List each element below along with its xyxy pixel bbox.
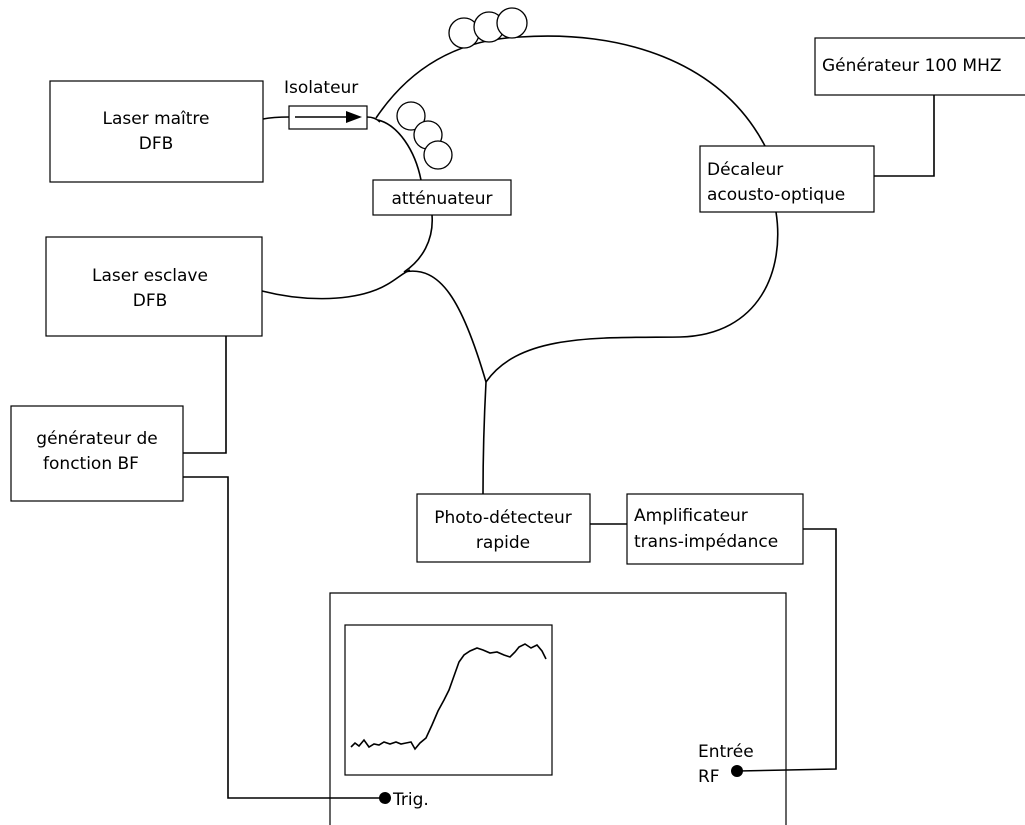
wire-bf-to-trigger [183,476,385,799]
oscilloscope: Trig. Entrée RF [329,592,787,825]
fiber-coupler-to-combiner [403,270,487,383]
wire-generator-to-shifter [874,95,935,177]
isolator: Isolateur [284,78,368,130]
rf-input-label-2: RF [698,767,720,787]
rf-input-label-1: Entrée [698,742,754,762]
shifter-box [699,145,875,213]
bf-generator-label-1: générateur de [36,429,157,449]
isolator-label: Isolateur [284,78,358,98]
fiber-isolator-out [366,116,381,123]
bf-generator-box [10,405,184,502]
laser-slave-label-2: DFB [133,291,168,311]
oscilloscope-screen [344,624,553,776]
fiber-to-photodetector [482,381,487,495]
generator-100mhz-box [814,37,1025,96]
laser-slave-label-1: Laser esclave [92,266,208,286]
acousto-optic-shifter: Décaleur acousto-optique [699,145,875,213]
bf-generator-label-2: fonction BF [43,454,139,474]
photodetector: Photo-détecteur rapide [416,493,591,563]
photodetector-label-1: Photo-détecteur [434,508,572,528]
attenuator: atténuateur [372,179,512,216]
wire-bf-to-slave-laser [183,336,227,454]
trigger-connector-icon [379,792,391,804]
electrical-wires [183,95,935,799]
amplifier-box [626,493,804,565]
wire-amplifier-to-rf [737,528,837,772]
oscilloscope-frame [329,592,787,825]
amplifier-label-2: trans-impédance [634,532,778,552]
shifter-label-1: Décaleur [707,160,783,180]
laser-master: Laser maître DFB [49,80,264,183]
fiber-slave-laser [261,269,411,300]
fiber-upper-arm [375,35,766,147]
shifter-label-2: acousto-optique [707,185,845,205]
photodetector-box [416,493,591,563]
trigger-label: Trig. [392,790,429,810]
fiber-loop-4 [396,101,426,131]
generator-100mhz: Générateur 100 MHZ [814,37,1025,96]
polarization-controller-lower [396,101,453,170]
bf-function-generator: générateur de fonction BF [10,405,184,502]
attenuator-label: atténuateur [391,189,492,209]
laser-slave-box [45,236,263,337]
fiber-loop-6 [423,140,453,170]
transimpedance-amplifier: Amplificateur trans-impédance [626,493,804,565]
oscilloscope-trace [350,643,547,751]
isolator-arrow-icon [346,111,362,123]
laser-slave: Laser esclave DFB [45,236,263,337]
laser-master-label-2: DFB [139,134,174,154]
laser-master-box [49,80,264,183]
amplifier-label-1: Amplificateur [634,506,748,526]
polarization-controller-top [448,7,528,49]
rf-input-connector-icon [731,765,743,777]
fiber-attenuator-out [403,214,433,273]
fiber-loop-3 [496,7,528,39]
fiber-shifter-out [485,211,779,383]
fiber-to-attenuator [377,119,422,181]
laser-master-label-1: Laser maître [102,109,209,129]
fiber-master-to-isolator [262,116,290,120]
generator-100mhz-label: Générateur 100 MHZ [822,56,1002,76]
optical-fibers [261,35,779,495]
photodetector-label-2: rapide [476,533,530,553]
attenuator-box [372,179,512,216]
